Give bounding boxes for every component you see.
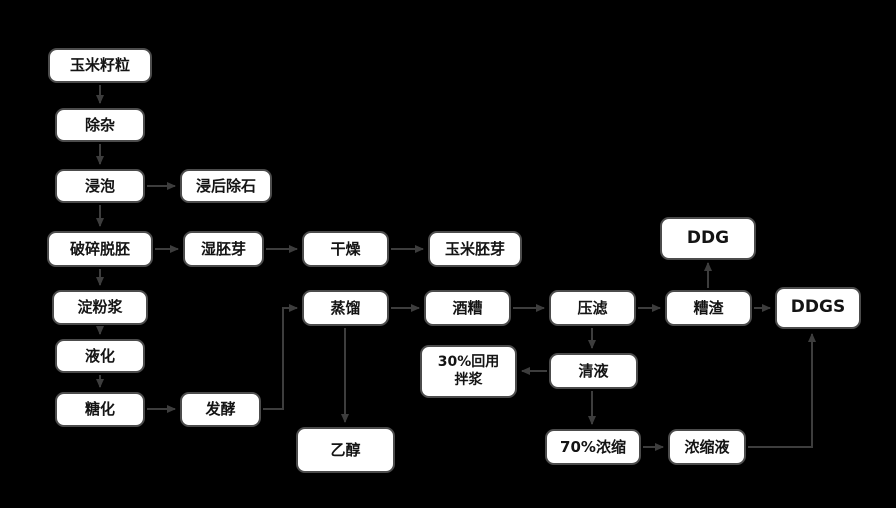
node-press-filtration: 压滤 xyxy=(549,290,636,326)
node-ethanol: 乙醇 xyxy=(296,427,395,473)
node-fermentation: 发酵 xyxy=(180,392,261,427)
node-wet-germ: 湿胚芽 xyxy=(183,231,264,267)
node-residue: 糟渣 xyxy=(665,290,752,326)
node-recycle-slurry: 30%回用 拌浆 xyxy=(420,345,517,398)
node-ddg: DDG xyxy=(660,217,756,260)
node-starch-slurry: 淀粉浆 xyxy=(52,290,148,325)
arrow-concentrate-to-ddgs xyxy=(748,333,816,448)
node-clear-liquid: 清液 xyxy=(549,353,638,389)
node-drying: 干燥 xyxy=(302,231,389,267)
node-corn-kernel: 玉米籽粒 xyxy=(48,48,152,83)
node-stillage: 酒糟 xyxy=(424,290,511,326)
node-ddgs: DDGS xyxy=(775,287,861,329)
node-concentrate: 浓缩液 xyxy=(668,429,746,465)
node-corn-germ: 玉米胚芽 xyxy=(428,231,522,267)
node-impurity-removal: 除杂 xyxy=(55,108,145,142)
node-destoning: 浸后除石 xyxy=(180,169,272,203)
node-soaking: 浸泡 xyxy=(55,169,145,203)
node-distillation: 蒸馏 xyxy=(302,290,389,326)
node-concentration-70: 70%浓缩 xyxy=(545,429,641,465)
node-crushing-degermination: 破碎脱胚 xyxy=(47,231,153,267)
node-liquefaction: 液化 xyxy=(55,339,145,373)
arrow-fermentation-to-distillation xyxy=(263,304,298,410)
node-saccharification: 糖化 xyxy=(55,392,145,427)
